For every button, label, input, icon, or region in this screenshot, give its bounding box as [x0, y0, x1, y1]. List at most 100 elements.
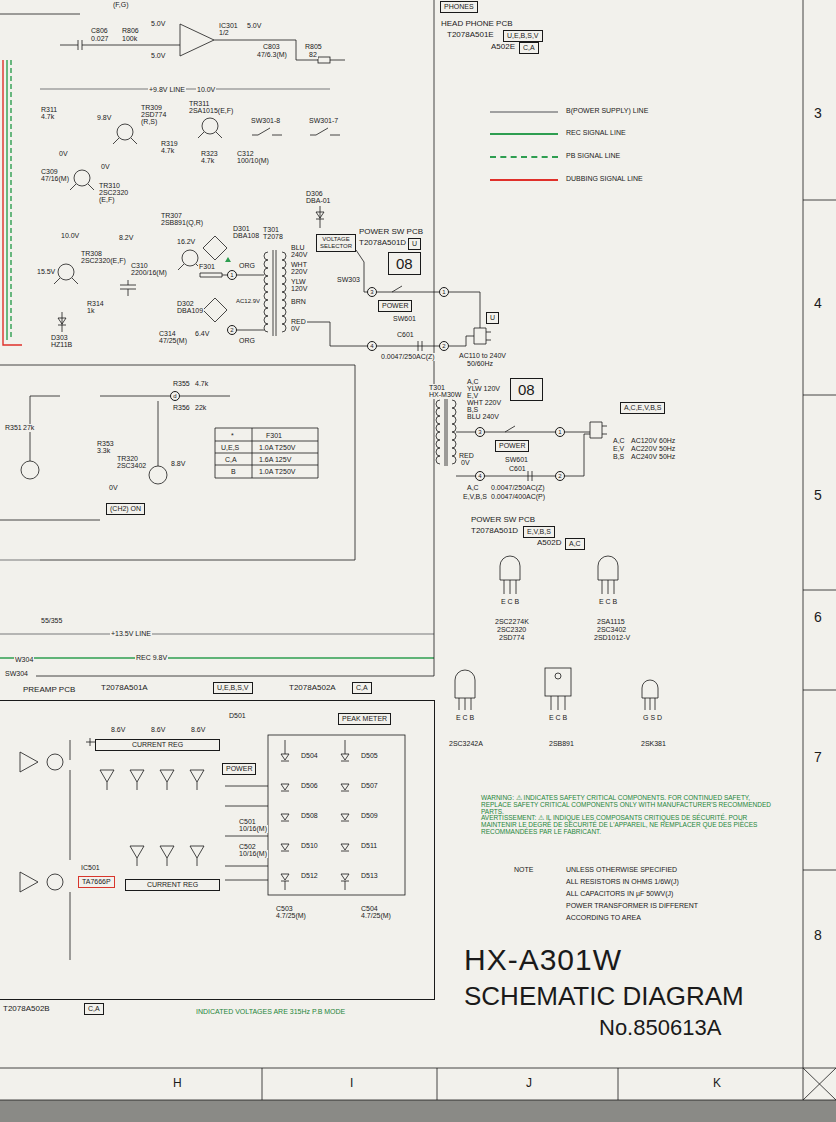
grid-reference: J	[525, 1077, 533, 1090]
ic-block: CURRENT REG	[95, 739, 220, 751]
node-text: C,A	[356, 684, 368, 692]
part-label: 3.3k	[96, 447, 111, 455]
part-label: D512	[300, 872, 319, 880]
code-box: POWER	[495, 440, 529, 452]
grid-reference: K	[712, 1077, 722, 1090]
code-box: POWER	[222, 763, 256, 775]
pin-circle: 4	[475, 471, 485, 481]
circuit-wire	[203, 298, 227, 322]
node-text: (CH2) ON	[110, 505, 141, 513]
part-label: SW301-8	[250, 117, 281, 125]
part-label: R805	[304, 43, 323, 51]
part-label: 2SK381	[640, 740, 667, 748]
pcb-outline: PREAMP PCBPEAK METERCURRENT REGCURRENT R…	[0, 700, 435, 1000]
part-label: REC 9.8V	[135, 654, 168, 662]
part-label: 2SC3402	[116, 462, 147, 470]
circuit-wire	[203, 236, 227, 260]
code-box: U	[486, 312, 499, 324]
node-text: 3	[368, 288, 376, 296]
power-supply-line	[0, 559, 40, 561]
part-label: AC240V 50Hz	[630, 453, 676, 461]
circuit-wire	[273, 250, 276, 336]
circuit-wire	[264, 252, 268, 332]
node-text: d	[171, 392, 179, 400]
note-text: ALL CAPACITORS IN µF 50WV(J)	[565, 890, 674, 898]
part-label: 6.4V	[194, 330, 210, 338]
part-label: T2078A501A	[100, 684, 149, 693]
grid-reference: 3	[813, 106, 823, 121]
part-label: AC110 to 240V	[458, 352, 507, 360]
part-label: 0V	[108, 484, 119, 492]
dubbing-line	[3, 60, 22, 345]
connector-box: 08	[388, 252, 421, 275]
selector-box: VOLTAGE SELECTOR	[316, 234, 356, 252]
part-label: E C B	[455, 714, 475, 722]
part-label: SW301-7	[308, 117, 339, 125]
part-label: G S D	[642, 714, 663, 722]
pin-circle: 3	[475, 427, 485, 437]
node-text: C,A	[88, 1005, 100, 1013]
part-label: 2SB891(Q,R)	[160, 219, 204, 227]
part-label: 100/10(M)	[236, 157, 270, 165]
circuit-wire	[445, 398, 447, 466]
code-box: A,C	[565, 538, 585, 550]
circuit-wire	[545, 668, 571, 696]
part-label: 50/60Hz	[466, 360, 494, 368]
part-label: 2SA1115	[596, 618, 626, 626]
node-text: 2	[440, 342, 448, 350]
node-text: U	[490, 314, 495, 322]
part-label: (R,S)	[140, 118, 158, 126]
part-label: R806	[121, 27, 140, 35]
part-label: 2SD774	[498, 634, 525, 642]
part-label: 1.0A T250V	[258, 444, 296, 452]
legend-text: DUBBING SIGNAL LINE	[565, 175, 644, 183]
part-label: AC220V 50Hz	[630, 445, 676, 453]
circuit-wire	[565, 432, 590, 476]
part-label: D505	[360, 752, 379, 760]
grid-reference: 5	[813, 488, 823, 503]
part-label: 55/355	[40, 617, 63, 625]
part-label: 4.7k	[200, 157, 215, 165]
warning-note: WARNING: ⚠ INDICATES SAFETY CRITICAL COM…	[480, 794, 782, 815]
part-label: 2SB891	[548, 740, 575, 748]
circuit-wire	[285, 740, 345, 890]
part-label: (E,F)	[98, 196, 116, 204]
node-text: PHONES	[444, 3, 474, 11]
circuit-wire	[310, 128, 340, 135]
drawing-number: No.850613A	[598, 1016, 722, 1040]
code-box: C,A	[352, 682, 372, 694]
pin-circle: 2	[227, 325, 237, 335]
part-label: C601	[396, 331, 415, 339]
code-box: U,E,B,S,V	[503, 30, 543, 42]
node-text: U,E,B,S,V	[507, 32, 539, 40]
circuit-wire	[555, 673, 561, 679]
circuit-wire	[0, 14, 80, 15]
legend-swatch	[490, 133, 558, 135]
node-text: PREAMP PCB	[22, 685, 76, 694]
part-label: SW304	[4, 670, 29, 678]
node-text: A,C,E,V,B,S	[624, 404, 661, 412]
connector-box: 08	[510, 378, 543, 401]
rec-pb-line	[6, 60, 7, 340]
circuit-wire	[70, 132, 222, 190]
ic-block: CURRENT REG	[125, 879, 220, 891]
circuit-wire	[107, 782, 197, 866]
grid-reference: 6	[813, 610, 823, 625]
node-text: 1	[556, 428, 564, 436]
grid-reference: 8	[813, 928, 823, 943]
circuit-wire	[474, 328, 491, 344]
part-label: 2SC3242A	[448, 740, 484, 748]
circuit-wire	[215, 428, 318, 478]
circuit-wire	[436, 400, 440, 464]
part-label: 1.0A T250V	[258, 468, 296, 476]
grid-reference: 7	[813, 750, 823, 765]
part-label: ORG	[238, 337, 256, 345]
node-text: CURRENT REG	[99, 741, 216, 749]
part-label: T2078A501D	[470, 527, 519, 536]
part-label: DBA108	[232, 232, 260, 240]
part-label: 0V	[460, 459, 471, 467]
circuit-wire	[642, 680, 658, 710]
